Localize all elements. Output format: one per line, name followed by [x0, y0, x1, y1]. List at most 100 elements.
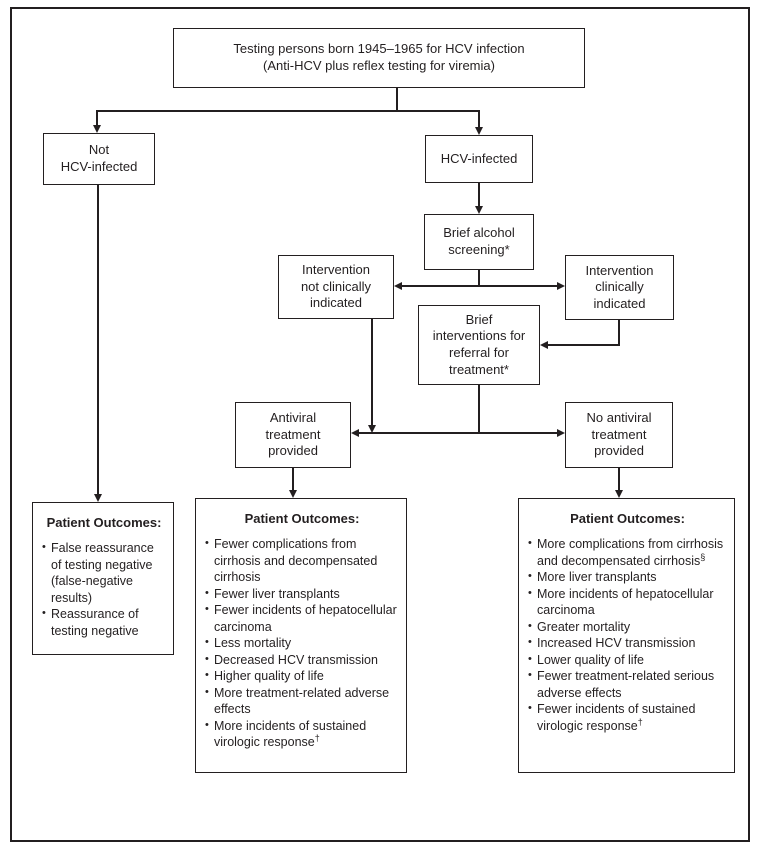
- node-antiviral-treatment-line2: treatment: [265, 426, 321, 442]
- node-intervention-not-indicated-line1: Intervention: [302, 262, 370, 278]
- connector-screening-split: [400, 285, 558, 287]
- connector-top-split: [96, 110, 480, 112]
- outcome-text: More incidents of sustained virologic re…: [214, 718, 367, 750]
- footnote-marker: †: [637, 716, 643, 727]
- node-brief-interventions-line2: interventions for: [432, 328, 526, 344]
- outcome-text: More liver transplants: [537, 570, 657, 585]
- outcome-text: Fewer liver transplants: [214, 586, 340, 601]
- node-no-antiviral-treatment-line2: treatment: [591, 426, 647, 442]
- node-hcv-infected: HCV-infected: [425, 135, 533, 183]
- list-item: Lower quality of life: [528, 652, 727, 669]
- arrowhead-to-hcv-infected: [474, 127, 483, 135]
- arrowhead-to-no-antiviral: [557, 428, 565, 437]
- outcome-text: More treatment-related adverse effects: [214, 685, 390, 717]
- node-not-hcv-infected: Not HCV-infected: [43, 133, 155, 185]
- arrowhead-not-infected-to-outcomes: [93, 494, 102, 502]
- node-brief-interventions-line4: treatment*: [449, 361, 509, 377]
- connector-brief-interventions-down: [478, 385, 480, 434]
- outcome-text: Fewer treatment-related serious adverse …: [537, 669, 715, 700]
- node-brief-alcohol-screening-line2: screening*: [448, 242, 510, 257]
- connector-screening-stub: [478, 270, 480, 286]
- node-intervention-indicated: Intervention clinically indicated: [565, 255, 674, 320]
- outcome-text: Decreased HCV transmission: [214, 652, 378, 667]
- connector-indicated-left: [548, 344, 620, 346]
- list-item: Increased HCV transmission: [528, 635, 727, 652]
- outcome-text: Fewer incidents of hepatocellular carcin…: [214, 603, 397, 634]
- list-item: More incidents of hepatocellular carcino…: [528, 586, 727, 619]
- node-intervention-not-indicated-line3: indicated: [309, 295, 363, 311]
- node-no-antiviral-treatment-line1: No antiviral: [586, 410, 652, 426]
- outcomes-treated-title: Patient Outcomes:: [244, 511, 360, 526]
- connector-indicated-down: [618, 320, 620, 346]
- node-no-antiviral-treatment: No antiviral treatment provided: [565, 402, 673, 468]
- outcome-text: Greater mortality: [537, 619, 631, 634]
- arrowhead-to-antiviral: [351, 428, 359, 437]
- footnote-marker: §: [700, 551, 706, 562]
- list-item: Fewer incidents of sustained virologic r…: [528, 701, 727, 734]
- outcomes-untreated-title: Patient Outcomes:: [570, 511, 685, 526]
- list-item: More complications from cirrhosis and de…: [528, 536, 727, 569]
- outcome-text: More incidents of hepatocellular carcino…: [537, 586, 714, 618]
- node-brief-interventions-line1: Brief: [465, 311, 493, 327]
- list-item: More incidents of sustained virologic re…: [205, 718, 399, 751]
- list-item: Higher quality of life: [205, 668, 399, 685]
- outcomes-untreated-box: Patient Outcomes: More complications fro…: [518, 498, 735, 773]
- outcome-text: Reassurance of testing negative: [51, 607, 139, 638]
- connector-not-infected-to-outcomes: [97, 185, 99, 495]
- node-brief-interventions-referral: Brief interventions for referral for tre…: [418, 305, 540, 385]
- node-testing-persons-line1: Testing persons born 1945–1965 for HCV i…: [233, 41, 525, 57]
- outcomes-not-infected-box: Patient Outcomes: False reassurance of t…: [32, 502, 174, 655]
- arrowhead-to-not-infected: [92, 125, 101, 133]
- node-testing-persons: Testing persons born 1945–1965 for HCV i…: [173, 28, 585, 88]
- node-not-hcv-infected-line1: Not: [88, 142, 110, 158]
- connector-not-indicated-down: [371, 319, 373, 426]
- arrowhead-to-brief-interventions: [540, 340, 548, 349]
- connector-top-stub: [396, 88, 398, 111]
- footnote-marker: †: [314, 733, 320, 743]
- list-item: Decreased HCV transmission: [205, 652, 399, 669]
- list-item: Reassurance of testing negative: [42, 606, 166, 639]
- node-hcv-infected-label: HCV-infected: [440, 150, 518, 166]
- arrowhead-no-antiviral-to-outcomes: [614, 490, 623, 498]
- list-item: More treatment-related adverse effects: [205, 685, 399, 718]
- connector-to-hcv-infected: [478, 110, 480, 128]
- outcome-text: More complications from cirrhosis and de…: [537, 537, 724, 568]
- connector-no-antiviral-to-outcomes: [618, 468, 620, 491]
- node-antiviral-treatment-line1: Antiviral: [269, 410, 317, 426]
- list-item: False reassurance of testing negative (f…: [42, 540, 166, 606]
- connector-antiviral-to-outcomes: [292, 468, 294, 491]
- node-intervention-indicated-line2: clinically: [595, 279, 644, 295]
- node-brief-alcohol-screening-line1: Brief alcohol: [443, 225, 515, 241]
- node-brief-interventions-line3: referral for: [449, 345, 509, 360]
- node-not-hcv-infected-line2: HCV-infected: [60, 159, 138, 174]
- node-intervention-not-indicated-line2: not clinically: [300, 278, 372, 294]
- node-brief-alcohol-screening: Brief alcohol screening*: [424, 214, 534, 270]
- list-item: Fewer treatment-related serious adverse …: [528, 668, 727, 701]
- list-item: Fewer complications from cirrhosis and d…: [205, 536, 399, 586]
- node-no-antiviral-treatment-line3: provided: [594, 443, 644, 459]
- node-intervention-indicated-line1: Intervention: [585, 262, 654, 278]
- arrowhead-to-intervention-indicated: [557, 281, 565, 290]
- list-item: Fewer liver transplants: [205, 586, 399, 603]
- outcomes-not-infected-list: False reassurance of testing negative (f…: [42, 540, 166, 639]
- node-antiviral-treatment: Antiviral treatment provided: [235, 402, 351, 468]
- arrowhead-to-intervention-not-indicated: [394, 281, 402, 290]
- outcome-text: Higher quality of life: [214, 669, 324, 684]
- outcome-text: Increased HCV transmission: [537, 636, 696, 651]
- arrowhead-not-indicated-down: [367, 425, 376, 433]
- figure-border: [10, 7, 750, 842]
- node-antiviral-treatment-line3: provided: [268, 443, 318, 459]
- outcomes-not-infected-title: Patient Outcomes:: [46, 515, 162, 530]
- outcome-text: Less mortality: [214, 636, 292, 651]
- outcome-text: Lower quality of life: [537, 652, 645, 667]
- node-intervention-not-indicated: Intervention not clinically indicated: [278, 255, 394, 319]
- node-testing-persons-line2: (Anti-HCV plus reflex testing for viremi…: [263, 58, 495, 73]
- list-item: Greater mortality: [528, 619, 727, 636]
- outcome-text: False reassurance of testing negative (f…: [51, 541, 154, 605]
- outcome-text: Fewer complications from cirrhosis and d…: [214, 537, 378, 585]
- outcomes-untreated-list: More complications from cirrhosis and de…: [528, 536, 727, 734]
- connector-to-not-infected: [96, 110, 98, 126]
- list-item: Fewer incidents of hepatocellular carcin…: [205, 602, 399, 635]
- outcome-text: Fewer incidents of sustained virologic r…: [537, 702, 696, 733]
